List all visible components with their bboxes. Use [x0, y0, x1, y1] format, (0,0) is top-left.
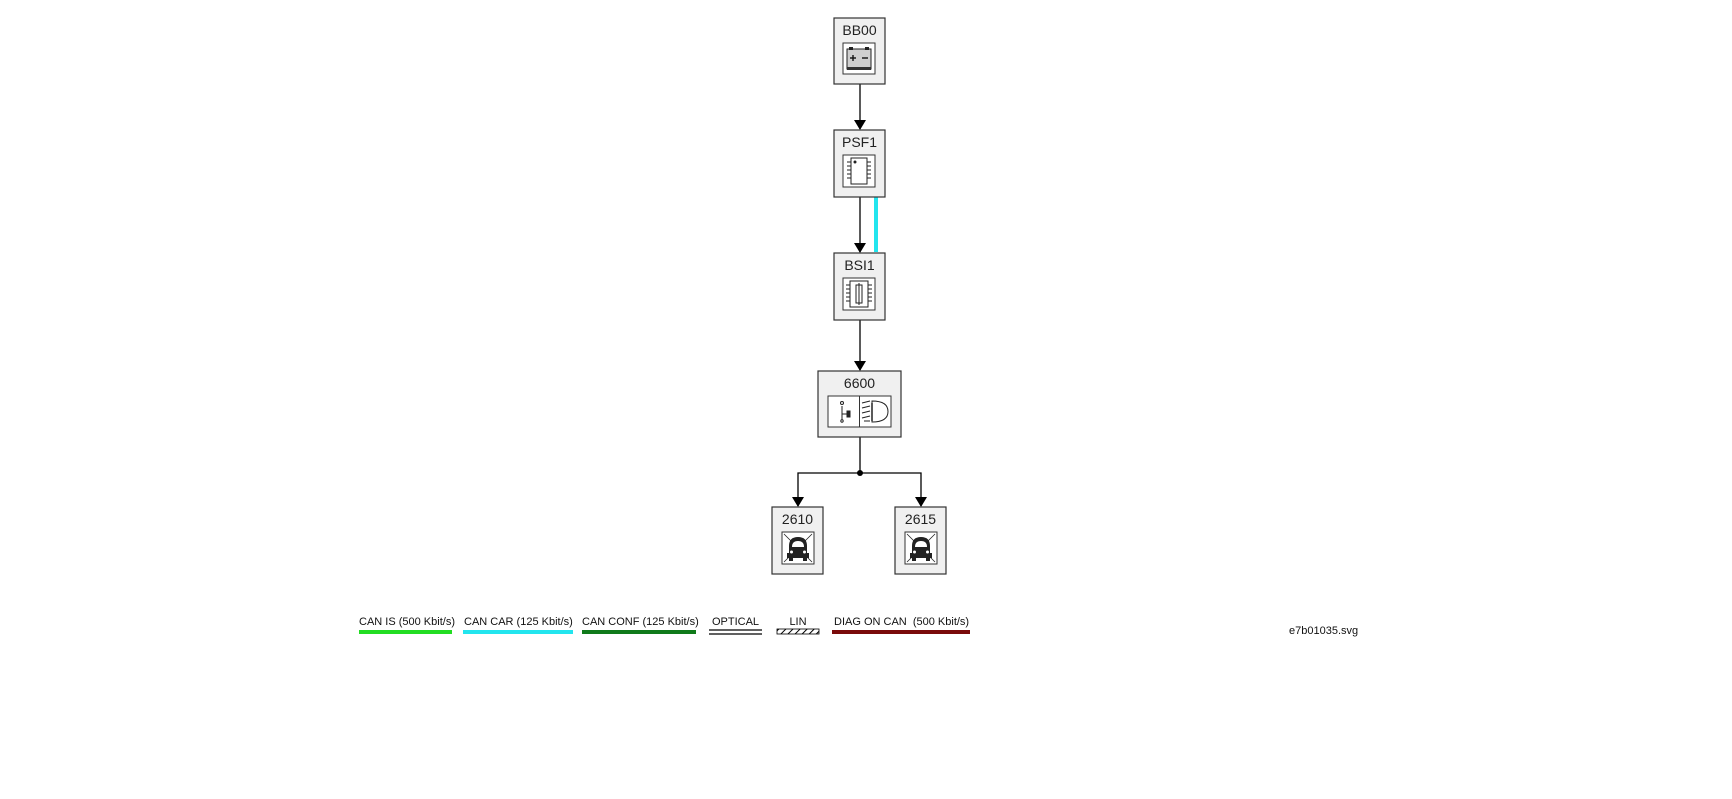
legend-label: CAN IS (500 Kbit/s) — [359, 616, 455, 628]
wire-junction-2615 — [860, 472, 927, 507]
component-2610-label: 2610 — [782, 511, 813, 527]
legend-label: OPTICAL — [712, 616, 759, 628]
component-2610[interactable]: 2610 — [771, 506, 824, 575]
component-bsi1[interactable]: BSI1 — [833, 252, 886, 321]
legend-item-diag-on-can: DIAG ON CAN (500 Kbit/s) — [832, 616, 970, 634]
component-bsi1-label: BSI1 — [844, 257, 875, 273]
component-6600[interactable]: 6600 — [817, 370, 902, 438]
component-psf1-label: PSF1 — [842, 134, 877, 150]
legend-item-can-conf: CAN CONF (125 Kbit/s) — [582, 616, 699, 634]
legend-label: DIAG ON CAN (500 Kbit/s) — [834, 616, 969, 628]
legend-label: LIN — [789, 616, 806, 628]
legend-item-optical: OPTICAL — [709, 616, 762, 635]
legend-label: CAN CONF (125 Kbit/s) — [582, 616, 699, 628]
fuse-box-icon — [846, 280, 872, 308]
legend: CAN IS (500 Kbit/s) CAN CAR (125 Kbit/s)… — [359, 616, 970, 635]
component-2615-label: 2615 — [905, 511, 936, 527]
headlamp-icon — [906, 533, 936, 563]
legend-item-can-is: CAN IS (500 Kbit/s) — [359, 616, 455, 634]
legend-item-lin: LIN — [776, 616, 820, 635]
headlamp-switch-icon — [840, 401, 851, 423]
component-2615[interactable]: 2615 — [894, 506, 947, 575]
component-bb00-label: BB00 — [842, 22, 876, 38]
component-bb00[interactable]: BB00 — [833, 17, 886, 85]
legend-item-can-car: CAN CAR (125 Kbit/s) — [463, 616, 573, 634]
wire-junction-2610 — [792, 472, 860, 507]
headlamp-icon — [783, 533, 813, 563]
legend-label: CAN CAR (125 Kbit/s) — [464, 616, 573, 628]
file-name: e7b01035.svg — [1289, 625, 1358, 637]
connections — [792, 84, 927, 507]
legend-swatch — [776, 628, 820, 635]
chip-icon — [847, 157, 871, 185]
component-6600-label: 6600 — [844, 375, 875, 391]
component-psf1[interactable]: PSF1 — [833, 129, 886, 198]
headlamp-icon — [861, 400, 889, 423]
battery-icon — [846, 47, 872, 70]
